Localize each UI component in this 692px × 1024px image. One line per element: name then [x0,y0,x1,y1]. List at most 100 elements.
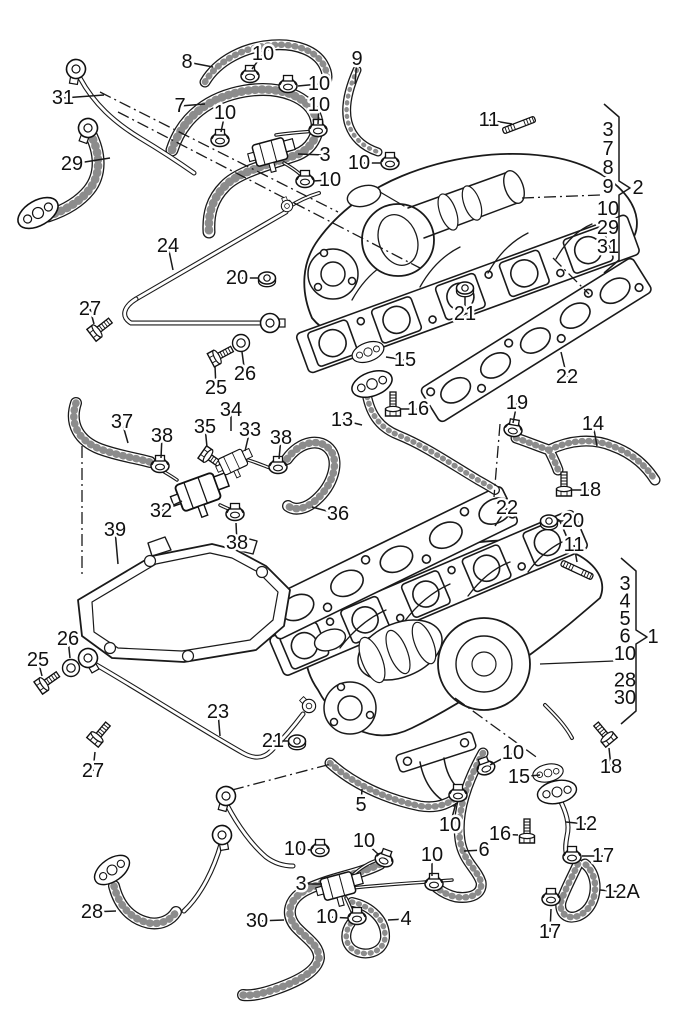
callout-label-15: 15 [394,349,416,371]
pipe-24 [133,209,289,302]
hose-12a [555,858,601,923]
hose-9 [342,65,383,157]
callout-leader [204,426,208,448]
callout-label-6: 6 [478,839,489,861]
group-1-item-30: 30 [614,687,636,709]
callout-leader [341,419,363,426]
eyelet-icon [259,312,286,334]
clamp-icon [225,502,245,522]
callout-leader [363,840,380,856]
turbo-cap [503,170,525,204]
callout-leader [179,103,206,107]
nut-icon [257,271,277,288]
callout-label-27: 27 [82,760,104,782]
callout-label-12A: 12A [604,881,640,903]
callout-leader [297,83,320,87]
callout-label-31: 31 [52,87,74,109]
clamp-icon [210,128,230,148]
pipe-31 [77,75,197,176]
callout-leader [549,908,552,933]
callout-label-10: 10 [316,906,338,928]
nut-icon [287,734,307,751]
callout-label-10: 10 [308,73,330,95]
callout-leader [91,910,117,913]
callout-label-11: 11 [564,534,585,556]
callout-label-9: 9 [351,48,362,70]
callout-leader [488,119,513,125]
stud-icon [501,115,537,135]
hose-8 [199,39,333,88]
callout-leader [608,747,612,768]
callout-label-3: 3 [295,873,306,895]
hose-4 [341,897,390,959]
callout-label-27: 27 [79,298,101,320]
group-2-item-8: 8 [602,157,613,179]
callout-leader [62,94,105,99]
callout-label-20: 20 [226,267,248,289]
clamp-icon [541,887,561,907]
callout-label-11: 11 [479,109,500,131]
bolt-icon [518,818,536,844]
clamp-icon [424,872,444,892]
callout-leader [565,821,587,825]
bracket-brace [603,103,631,274]
group-1-item-6: 6 [619,626,630,648]
callout-leader [297,153,326,156]
actuator-rod [379,191,405,207]
callout-label-4: 4 [400,908,411,930]
downpipe-flange [395,731,477,773]
callout-label-25: 25 [27,649,49,671]
group-1-item-10: 10 [614,643,636,665]
group-1-item-4: 4 [619,591,630,613]
callout-label-18: 18 [579,479,601,501]
callout-leader [251,53,264,70]
nut-icon [455,281,475,298]
pipe-23 [90,660,306,760]
callout-leader [311,506,339,515]
group-2-item-10: 10 [597,198,619,220]
callout-leader [256,919,285,922]
dash-dot-line [493,423,501,498]
callout-leader [278,437,282,460]
callout-leader [449,802,457,826]
callout-leader [294,848,313,851]
callout-label-37: 37 [111,411,133,433]
callout-label-10: 10 [353,830,375,852]
dash-dot-line [454,697,540,760]
hose-7 [165,83,324,239]
lower-inlet-flange [323,681,377,735]
callout-leader [121,421,129,444]
callout-label-15: 15 [508,766,530,788]
group-1-leader-line [539,660,615,665]
callout-label-21: 21 [262,730,284,752]
callout-label-36: 36 [327,503,349,525]
pipe-30 [181,841,224,914]
callout-leader [235,522,238,544]
pipe-28 [224,802,296,869]
callout-leader [499,833,519,836]
callout-leader [217,711,221,737]
callout-label-39: 39 [104,519,126,541]
callout-leader [573,544,578,563]
dash-dot-line [231,763,332,791]
clamp-icon [380,151,400,171]
callout-label-23: 23 [207,701,229,723]
callout-label-30: 30 [246,910,268,932]
callout-label-10: 10 [284,838,306,860]
callout-leader [71,157,111,165]
callout-label-34: 34 [220,399,242,421]
callout-label-25: 25 [205,377,227,399]
vac-tube [274,129,316,137]
callout-label-29: 29 [61,153,83,175]
bolt-icon [589,718,618,748]
gasket-22-lower [260,486,519,640]
callout-label-22: 22 [496,497,518,519]
callout-label-26: 26 [57,628,79,650]
vac-tube [350,878,454,890]
callout-label-33: 33 [239,419,261,441]
callout-leader [326,916,349,919]
bolt-icon [384,391,402,417]
callout-leader [512,402,518,424]
